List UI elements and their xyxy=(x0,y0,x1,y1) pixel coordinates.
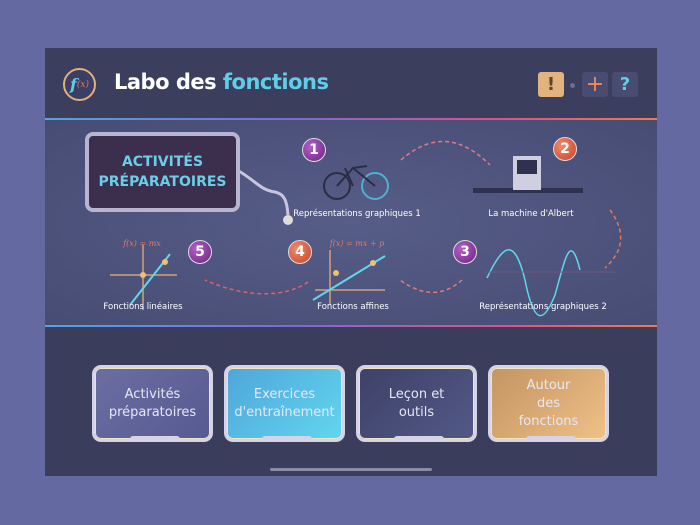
separator-dot xyxy=(570,83,575,88)
activity-1-badge[interactable]: 1 xyxy=(302,138,326,162)
activity-4-label[interactable]: Fonctions affines xyxy=(317,302,389,312)
alert-button[interactable]: ! xyxy=(538,72,564,97)
linear-formula: f(x) = mx xyxy=(123,239,161,248)
card-exercices-entrainement[interactable]: Exercices d'entraînement xyxy=(224,365,345,442)
activity-2-label[interactable]: La machine d'Albert xyxy=(488,209,574,219)
activity-3-badge[interactable]: 3 xyxy=(453,240,477,264)
home-indicator[interactable] xyxy=(270,468,432,471)
main-menu: Activités préparatoires Exercices d'entr… xyxy=(45,327,657,476)
divider xyxy=(45,118,657,120)
activity-5-label[interactable]: Fonctions linéaires xyxy=(103,302,183,312)
add-button[interactable]: + xyxy=(582,72,608,97)
activity-3-label[interactable]: Représentations graphiques 2 xyxy=(479,302,607,312)
activity-path-illustration xyxy=(110,140,622,317)
card-lecon-outils[interactable]: Leçon et outils xyxy=(356,365,477,442)
divider xyxy=(45,325,657,327)
activity-5-badge[interactable]: 5 xyxy=(188,240,212,264)
activity-4-badge[interactable]: 4 xyxy=(288,240,312,264)
app-title: Labo des fonctions xyxy=(114,70,329,94)
header: f(x) Labo des fonctions ! + ? xyxy=(45,48,657,118)
help-button[interactable]: ? xyxy=(612,72,638,97)
activity-2-badge[interactable]: 2 xyxy=(553,137,577,161)
app-window: f(x) Labo des fonctions ! + ? ACTIVI xyxy=(45,48,657,476)
card-activites-preparatoires[interactable]: Activités préparatoires xyxy=(92,365,213,442)
logo: f(x) xyxy=(63,68,96,101)
affine-formula: f(x) = mx + p xyxy=(329,239,385,248)
card-autour-des-fonctions[interactable]: Autour des fonctions xyxy=(488,365,609,442)
activity-1-label[interactable]: Représentations graphiques 1 xyxy=(293,209,421,219)
